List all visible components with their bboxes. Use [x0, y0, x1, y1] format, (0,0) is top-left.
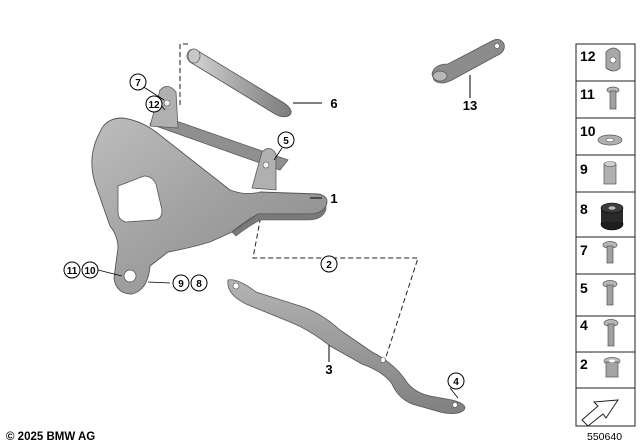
- bar-part: [227, 279, 466, 414]
- svg-text:10: 10: [580, 123, 596, 139]
- washer-icon: [597, 134, 623, 146]
- screw-icon: [606, 86, 620, 110]
- svg-text:8: 8: [196, 279, 202, 290]
- direction-arrow-icon: [581, 399, 619, 427]
- screw-icon: [602, 280, 618, 306]
- callout-12: 12: [145, 95, 163, 113]
- assembly-lines: [179, 43, 419, 361]
- svg-text:12: 12: [580, 48, 596, 64]
- svg-text:8: 8: [580, 201, 588, 217]
- svg-text:7: 7: [580, 242, 588, 258]
- svg-text:9: 9: [580, 161, 588, 177]
- bracket-part: [91, 86, 328, 295]
- callout-11: 11: [63, 261, 81, 279]
- callout-2: 2: [320, 255, 338, 273]
- svg-text:11: 11: [67, 266, 78, 277]
- callout-3: 3: [325, 362, 332, 377]
- svg-text:4: 4: [580, 317, 588, 333]
- side-row-7: 7: [575, 236, 636, 275]
- callout-8: 8: [190, 274, 208, 292]
- copyright-text: © 2025 BMW AG: [6, 431, 96, 443]
- callout-leaders: [97, 85, 459, 399]
- side-row-9: 9: [575, 154, 636, 193]
- svg-text:9: 9: [178, 279, 184, 290]
- screw-icon: [603, 319, 619, 347]
- bushing-icon: [603, 357, 621, 378]
- side-row-12: 12: [575, 43, 636, 82]
- bracket-to-bar-line: [252, 209, 419, 361]
- clip-nut-icon: [605, 47, 621, 72]
- svg-text:11: 11: [580, 86, 595, 102]
- side-row-arrow: [575, 387, 636, 427]
- side-row-11: 11: [575, 80, 636, 119]
- svg-text:5: 5: [283, 136, 289, 147]
- callout-9: 9: [172, 274, 190, 292]
- callout-10: 10: [81, 261, 99, 279]
- side-panel: 12 11 10 9: [575, 43, 636, 427]
- spacer-sleeve-icon: [603, 161, 617, 185]
- side-row-5: 5: [575, 273, 636, 317]
- svg-text:2: 2: [580, 356, 588, 372]
- pin-part: [186, 48, 292, 118]
- callout-4: 4: [447, 372, 465, 390]
- pin-assembly-line: [179, 43, 188, 105]
- svg-text:5: 5: [580, 280, 588, 296]
- callout-6: 6: [330, 96, 337, 111]
- rubber-grommet-icon: [600, 202, 624, 231]
- callout-7: 7: [129, 73, 147, 91]
- side-row-8: 8: [575, 191, 636, 238]
- svg-text:2: 2: [326, 260, 332, 271]
- svg-text:12: 12: [148, 100, 160, 111]
- callout-5: 5: [277, 131, 295, 149]
- svg-text:10: 10: [84, 266, 96, 277]
- side-row-4: 4: [575, 315, 636, 353]
- strap-part: [431, 39, 505, 84]
- svg-text:7: 7: [135, 78, 141, 89]
- screw-icon: [602, 241, 618, 264]
- svg-text:4: 4: [453, 377, 459, 388]
- side-row-10: 10: [575, 117, 636, 156]
- callout-13: 13: [463, 98, 477, 113]
- callout-1: 1: [330, 191, 337, 206]
- side-row-2: 2: [575, 351, 636, 389]
- diagram-id: 550640: [587, 431, 623, 443]
